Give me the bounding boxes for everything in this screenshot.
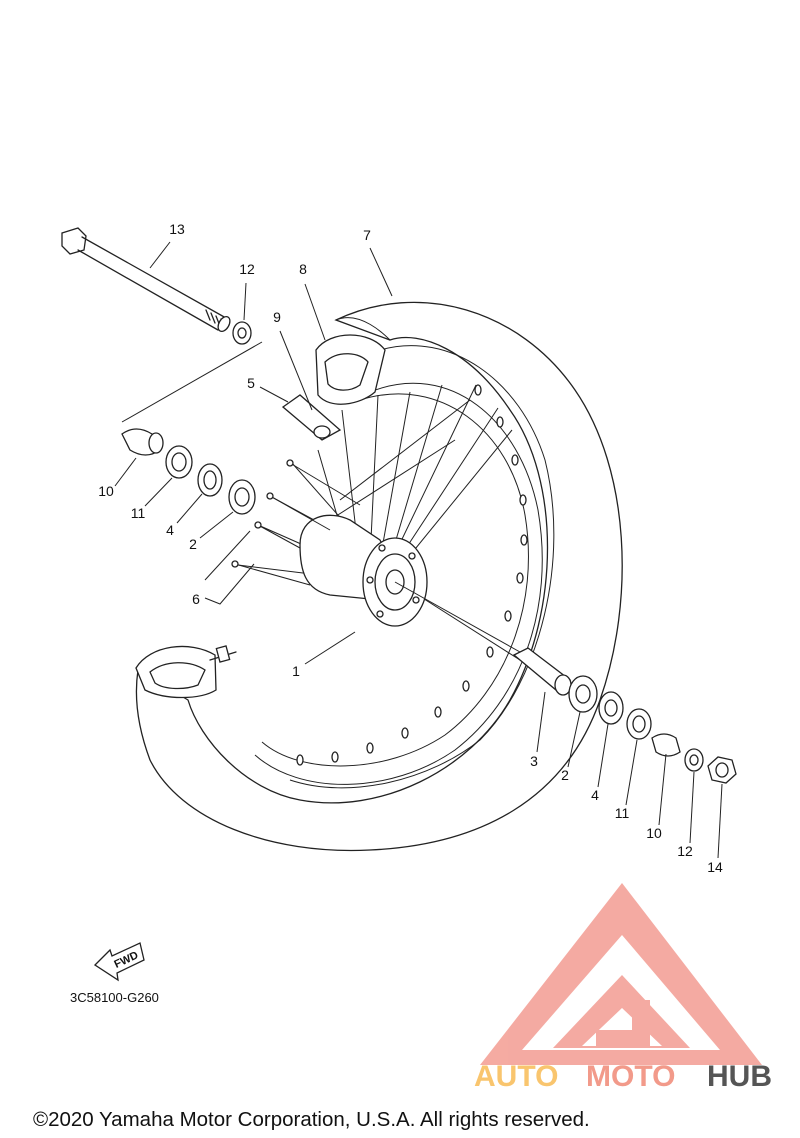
left-hub-parts (121, 428, 256, 515)
tube-and-rim-band (281, 334, 386, 441)
callouts: 13 12 8 7 9 5 10 11 4 2 6 1 3 2 4 11 (98, 221, 723, 875)
callout-7: 7 (363, 227, 371, 243)
watermark-logo (480, 883, 762, 1065)
callout-10-right: 10 (646, 825, 662, 841)
right-hub-parts (512, 647, 737, 784)
callout-11-left: 11 (131, 505, 146, 521)
callout-3: 3 (530, 753, 538, 769)
tire-cutaway-valve (135, 645, 237, 699)
watermark-text: AUTO MOTO HUB (474, 1060, 772, 1093)
callout-11-right: 11 (615, 805, 630, 821)
part-number: 3C58100-G260 (70, 990, 159, 1005)
rim-spoke-holes (296, 384, 528, 766)
callout-12-right: 12 (677, 843, 693, 859)
callout-13: 13 (169, 221, 185, 237)
callout-4-left: 4 (166, 522, 174, 538)
rim (254, 382, 543, 785)
callout-14: 14 (707, 859, 723, 875)
tire (135, 301, 623, 852)
copyright-text: ©2020 Yamaha Motor Corporation, U.S.A. A… (33, 1108, 590, 1131)
washer-upper (232, 321, 252, 345)
callout-12-upper: 12 (239, 261, 255, 277)
callout-5: 5 (247, 375, 255, 391)
axle-bolt (61, 227, 231, 333)
watermark-word-hub: HUB (707, 1060, 772, 1093)
callout-9: 9 (273, 309, 281, 325)
callout-1: 1 (292, 663, 300, 679)
callout-6: 6 (192, 591, 200, 607)
watermark-word-auto: AUTO (474, 1060, 558, 1093)
callout-8: 8 (299, 261, 307, 277)
watermark-word-moto: MOTO (586, 1060, 675, 1093)
hub (299, 514, 428, 627)
callout-2-left: 2 (189, 536, 197, 552)
callout-10-left: 10 (98, 483, 114, 499)
fwd-arrow-icon: FWD (93, 942, 145, 982)
spoke-nipples (231, 459, 361, 586)
callout-2-right: 2 (561, 767, 569, 783)
callout-4-right: 4 (591, 787, 599, 803)
